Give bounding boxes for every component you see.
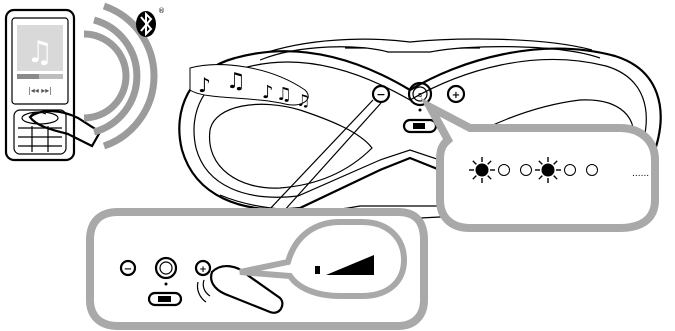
zoom-panel: − + (86, 208, 428, 330)
finger (28, 110, 102, 148)
volume-up-button[interactable] (446, 84, 466, 104)
zoom-volume-down-button[interactable] (119, 259, 137, 277)
double-note-icon: ♫ (296, 91, 310, 110)
volume-down-label: − (376, 88, 385, 101)
zoom-play-pause-icon (158, 296, 171, 302)
bluetooth-button-icon: ʙ (418, 91, 422, 99)
led-off (498, 164, 510, 176)
zoom-status-led (164, 282, 168, 286)
volume-up-label: + (452, 90, 460, 101)
volume-down-button[interactable] (371, 84, 391, 104)
finger (210, 265, 284, 314)
led-on (469, 157, 495, 183)
zoom-play-pause-button[interactable] (147, 291, 183, 307)
bluetooth-button[interactable] (407, 81, 433, 107)
bluetooth-icon (136, 11, 156, 37)
phone-nav-key (21, 111, 59, 125)
music-notes: ♪ ♫ ♪ ♫ ♫ (189, 64, 310, 110)
led-ellipsis: ...... (632, 169, 649, 179)
zoom-volume-up-label: + (199, 265, 207, 275)
zoom-volume-down-label: − (124, 264, 132, 275)
music-note-icon: ♫ (27, 35, 54, 70)
play-pause-icon (413, 123, 425, 129)
volume-callout (239, 219, 408, 299)
phone-keypad (13, 109, 67, 155)
led-on (535, 157, 561, 183)
press-motion-lines (196, 279, 211, 303)
left-speaker-grill (209, 103, 373, 189)
zoom-volume-up-button[interactable] (194, 259, 212, 277)
led-off (520, 164, 532, 176)
mobile-phone: ♫ |◂◂ ▸▸| (4, 8, 102, 162)
music-note-icon: ♪ (262, 82, 274, 103)
double-note-icon: ♫ (276, 84, 292, 105)
zoom-bluetooth-button[interactable] (154, 256, 178, 280)
led-callout: ...... (420, 97, 659, 232)
led-off (586, 164, 598, 176)
speaker-controls: − ʙ + (371, 81, 466, 134)
volume-up-icon (315, 255, 374, 275)
status-led (418, 108, 422, 112)
led-indicator-row (469, 157, 598, 183)
led-off (564, 164, 576, 176)
music-note-icon: ♪ (198, 73, 211, 97)
registered-mark: ® (158, 7, 165, 15)
bluetooth-waves (83, 2, 158, 150)
transport-controls: |◂◂ ▸▸| (28, 86, 52, 95)
double-note-icon: ♫ (226, 69, 246, 94)
